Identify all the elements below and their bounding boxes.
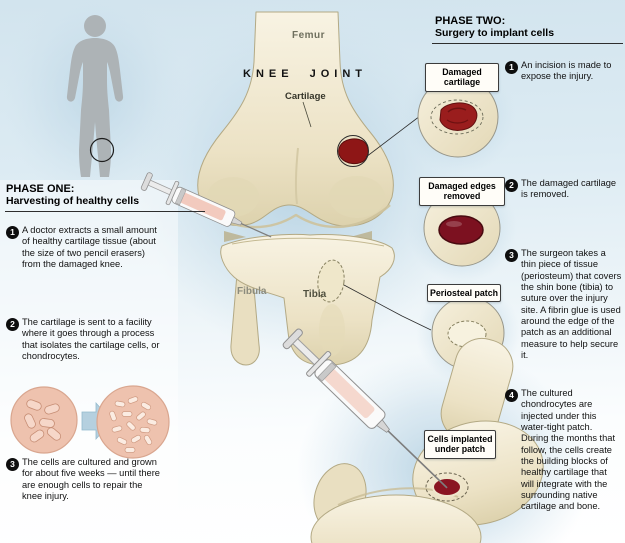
cartilage-label: Cartilage xyxy=(285,91,326,102)
phase-one-step-2-number: 2 xyxy=(6,318,19,331)
leader-periosteal-patch xyxy=(343,284,432,331)
leader-cartilage xyxy=(302,101,312,128)
tibia-label: Tibia xyxy=(303,289,327,300)
fibula-label: Fibula xyxy=(237,286,267,297)
phase-one-divider xyxy=(5,211,205,212)
tibia-bone xyxy=(220,233,395,366)
damaged-cartilage-spot xyxy=(337,135,369,167)
leader-damaged-cartilage xyxy=(365,115,421,158)
human-silhouette-icon xyxy=(66,15,124,177)
phase-one-step-1-text: A doctor extracts a small amount of heal… xyxy=(22,225,157,269)
phase-two-step-2-text: The damaged cartilage is removed. xyxy=(521,178,617,200)
cell-dish-after xyxy=(96,385,170,459)
phase-two-step-3-number: 3 xyxy=(505,249,518,262)
phase-one-step-3-text: The cells are cultured and grown for abo… xyxy=(22,457,160,501)
phase-two-step-4-text: The cultured chondrocytes are injected u… xyxy=(521,388,616,512)
phase-two-step-2-number: 2 xyxy=(505,179,518,192)
callout-circle-damaged-cartilage xyxy=(417,76,499,158)
phase-two-step-1-number: 1 xyxy=(505,61,518,74)
phase-one-step-1-number: 1 xyxy=(6,226,19,239)
phase-two-subtitle: Surgery to implant cells xyxy=(435,27,555,39)
femur-label: Femur xyxy=(292,30,326,41)
femur-bone xyxy=(197,11,394,227)
phase-one-title: PHASE ONE: xyxy=(6,183,75,195)
phase-two-title: PHASE TWO: xyxy=(435,15,506,27)
knee-circle-marker xyxy=(89,137,115,163)
phase-one-step-2-text: The cartilage is sent to a facility wher… xyxy=(22,317,160,361)
periosteum-site xyxy=(317,259,345,303)
callout-label-periosteal-patch: Periosteal patch xyxy=(427,284,501,303)
knee-joint-title: KNEE JOINT xyxy=(243,68,368,80)
injection-syringe-icon xyxy=(282,328,448,489)
callout-label-cells-implanted: Cells implanted under patch xyxy=(424,430,496,459)
cartilage-layer xyxy=(202,204,391,229)
phase-two-divider xyxy=(432,43,623,44)
phase-two-step-1-text: An incision is made to expose the injury… xyxy=(521,60,612,82)
callout-label-damaged-edges-removed: Damaged edges removed xyxy=(419,177,505,206)
phase-one-step-3-number: 3 xyxy=(6,458,19,471)
extraction-syringe-icon xyxy=(140,172,272,238)
cell-culture-illustration xyxy=(10,385,170,459)
callout-label-damaged-cartilage: Damaged cartilage xyxy=(425,63,499,92)
cell-dish-before xyxy=(10,386,78,454)
phase-two-step-3-text: The surgeon takes a thin piece of tissue… xyxy=(521,248,622,360)
phase-one-subtitle: Harvesting of healthy cells xyxy=(6,195,140,207)
left-column-backdrop xyxy=(0,180,178,543)
phase-two-step-4-number: 4 xyxy=(505,389,518,402)
